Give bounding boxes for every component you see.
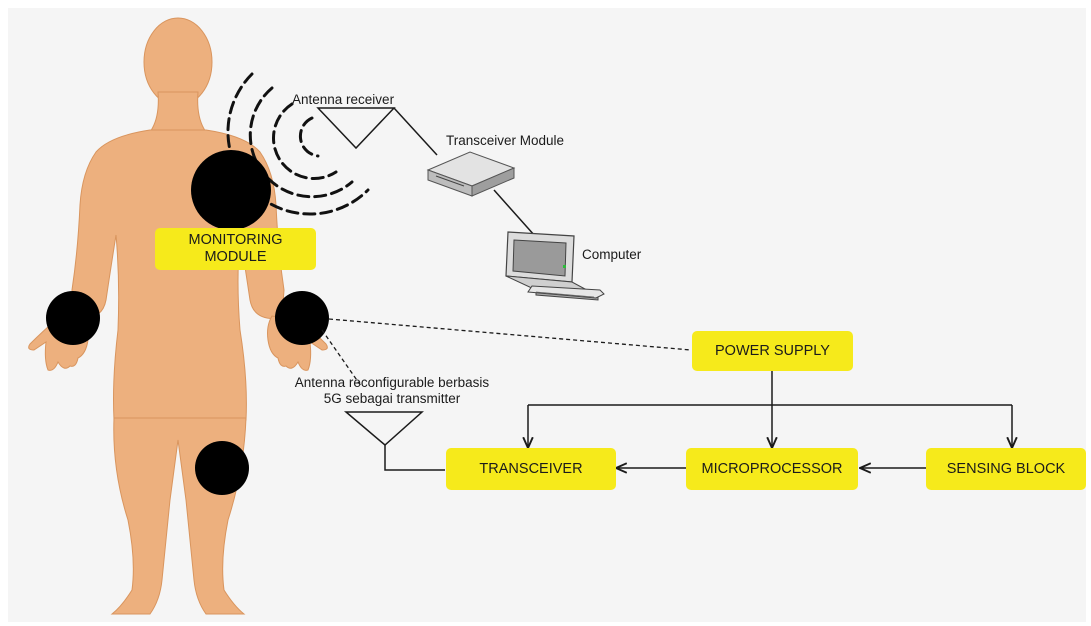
left-wrist-sensor (46, 291, 100, 345)
sensing-block: SENSING BLOCK (926, 448, 1086, 490)
chest-sensor (191, 150, 271, 230)
power-supply-block: POWER SUPPLY (692, 331, 853, 371)
microprocessor-block: MICROPROCESSOR (686, 448, 858, 490)
antenna-transmitter-label: Antenna reconfigurable berbasis 5G sebag… (254, 375, 530, 407)
transmitter-antenna-icon (346, 412, 445, 470)
transceiver-block: TRANSCEIVER (446, 448, 616, 490)
transceiver-module-label: Transceiver Module (446, 133, 564, 149)
desktop-computer-icon (506, 232, 604, 300)
transceiver-device-icon (428, 152, 514, 196)
antenna-receiver-label: Antenna receiver (292, 92, 394, 108)
knee-sensor (195, 441, 249, 495)
monitoring-module-block: MONITORING MODULE (155, 228, 316, 270)
right-wrist-sensor (275, 291, 329, 345)
computer-label: Computer (582, 247, 641, 263)
router-computer-link (494, 190, 535, 236)
receiver-antenna-icon (318, 108, 437, 155)
